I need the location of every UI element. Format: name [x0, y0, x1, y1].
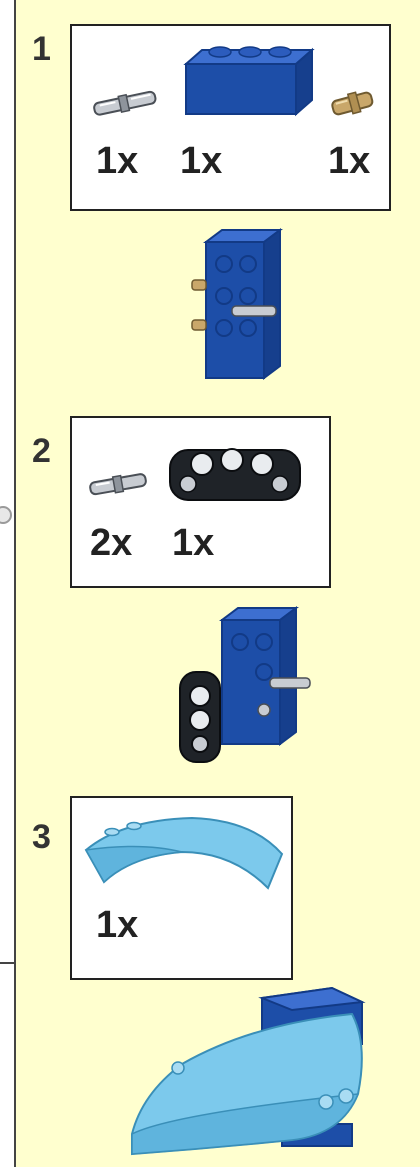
step-2-number: 2: [32, 432, 51, 471]
step-1-part-1-qty: 1x: [96, 140, 138, 183]
step-2-assembly-image: [176, 598, 326, 768]
technic-pin-icon: [86, 84, 166, 124]
step-3-part-1-qty: 1x: [96, 904, 138, 947]
blue-brick-icon: [178, 34, 318, 120]
black-technic-beam-icon: [162, 440, 312, 510]
step-1-part-3-qty: 1x: [328, 140, 370, 183]
step-1-assembly-image: [184, 224, 304, 384]
light-blue-curved-slope-icon: [82, 812, 287, 892]
step-2-part-1-qty: 2x: [90, 522, 132, 565]
step-3-parts-box: 1x: [70, 796, 293, 980]
step-1-number: 1: [32, 30, 51, 69]
step-2-parts-box: 2x 1x: [70, 416, 331, 588]
instruction-panel: 1 1x 1x 1x: [14, 0, 420, 1167]
binding-ring-icon: [0, 506, 12, 524]
step-1-parts-box: 1x 1x 1x: [70, 24, 391, 211]
step-3-assembly-image: [112, 984, 392, 1160]
technic-pin-icon: [84, 466, 154, 502]
step-1-part-2-qty: 1x: [180, 140, 222, 183]
step-2-part-2-qty: 1x: [172, 522, 214, 565]
step-3-number: 3: [32, 818, 51, 857]
tan-axle-pin-icon: [326, 82, 382, 122]
